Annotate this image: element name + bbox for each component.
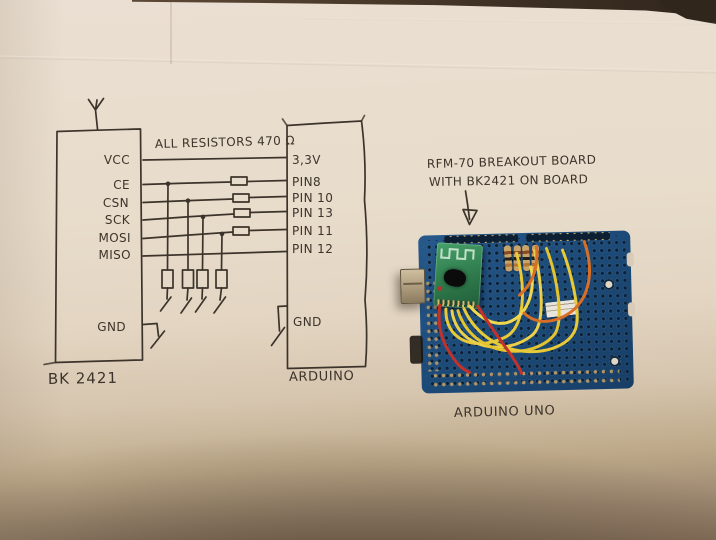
series-resistor <box>232 193 250 203</box>
gnd-label-bk2421: GND <box>97 320 126 334</box>
connection-line-mosi-pin11 <box>142 226 287 240</box>
series-resistor <box>233 208 251 218</box>
pin-label-miso: MISO <box>98 248 131 262</box>
pulldown-resistor <box>215 269 228 289</box>
antenna-icon <box>87 97 105 130</box>
pin-label-mosi: MOSI <box>98 231 131 245</box>
bk2421-module-box <box>43 128 144 366</box>
resistor-component <box>531 244 540 271</box>
module-label-bk2421: BK 2421 <box>48 369 118 388</box>
pin-label-pin12: PIN 12 <box>292 242 333 256</box>
paper-edge-crease <box>170 2 172 64</box>
connection-line-ce-pin8 <box>142 176 287 186</box>
ground-symbol-arduino <box>270 305 288 347</box>
annotation-down-arrow-icon <box>462 190 478 226</box>
connection-line-sck-pin13 <box>142 208 287 221</box>
annotation-line1: RFM-70 BREAKOUT BOARD <box>427 153 597 171</box>
board-edge-notch <box>626 252 634 267</box>
ground-symbol-bk2421 <box>142 322 166 349</box>
connection-line-vcc-33v <box>142 156 287 161</box>
ground-symbol <box>159 296 227 314</box>
solder-pad-row <box>431 366 620 390</box>
pulldown-resistor <box>161 269 174 289</box>
rfm70-breakout-module <box>433 242 484 310</box>
pin-label-pin10: PIN 10 <box>292 191 333 205</box>
arduino-module-box <box>281 114 368 370</box>
usb-connector <box>399 268 426 305</box>
resistor-component <box>521 244 531 272</box>
annotation-line2: WITH BK2421 ON BOARD <box>429 172 589 189</box>
connection-line-miso-pin12 <box>142 250 287 257</box>
pin-label-pin8: PIN8 <box>292 175 321 189</box>
schematic-title: ALL RESISTORS 470 Ω <box>155 133 295 151</box>
pin-label-33v: 3,3V <box>292 153 321 167</box>
resistor-component <box>513 245 521 272</box>
photo-caption-arduino-uno: ARDUINO UNO <box>454 403 556 421</box>
series-resistor <box>232 226 250 236</box>
module-component <box>437 286 443 291</box>
pin-label-pin13: PIN 13 <box>292 206 333 220</box>
pin-label-csn: CSN <box>103 196 129 210</box>
connection-line-csn-pin10 <box>142 193 287 204</box>
series-resistor <box>230 176 248 186</box>
pulldown-resistor <box>196 269 209 289</box>
pin-label-pin11: PIN 11 <box>292 224 333 238</box>
pulldown-resistor <box>181 269 195 289</box>
power-jack <box>409 335 424 364</box>
pin-label-vcc: VCC <box>104 153 130 167</box>
pin-label-ce: CE <box>113 178 130 192</box>
board-edge-notch <box>627 302 636 317</box>
arduino-uno-board <box>399 230 636 394</box>
gnd-label-arduino: GND <box>293 315 322 329</box>
pulldown-resistors-to-ground <box>159 181 228 314</box>
module-label-arduino: ARDUINO <box>289 369 355 385</box>
pin-label-sck: SCK <box>105 213 131 227</box>
